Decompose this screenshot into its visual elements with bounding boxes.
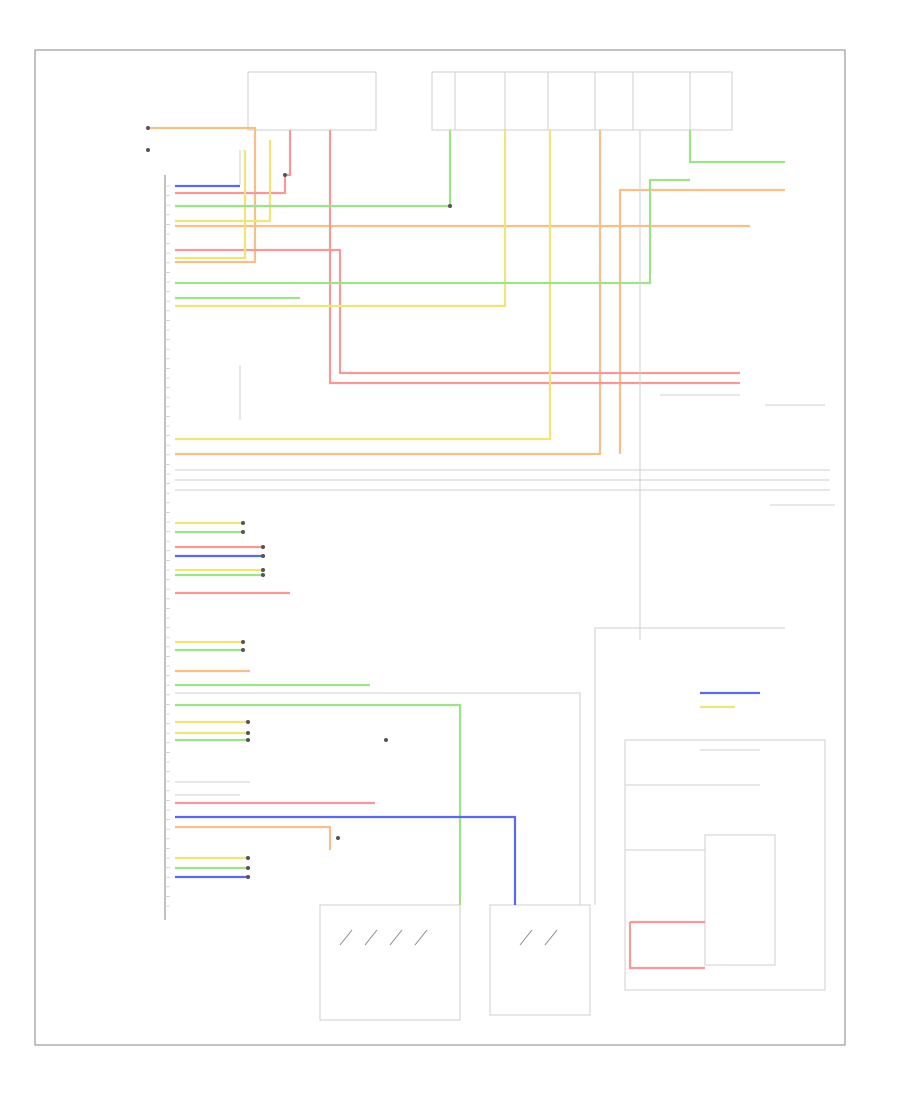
connection-orange: [150, 126, 785, 850]
connection-blue: [175, 184, 760, 905]
cluster-label-stubs: [165, 185, 170, 907]
fuse-box-group: [247, 71, 733, 131]
bottom-switches: [319, 904, 591, 1021]
junction-dots: [146, 126, 452, 879]
connection-green: [175, 130, 785, 905]
connection-pink: [175, 130, 740, 970]
connection-gray: [175, 130, 830, 905]
right-components: [624, 404, 835, 991]
diagram-frame: [34, 49, 846, 1046]
connection-yellow: [175, 130, 735, 860]
